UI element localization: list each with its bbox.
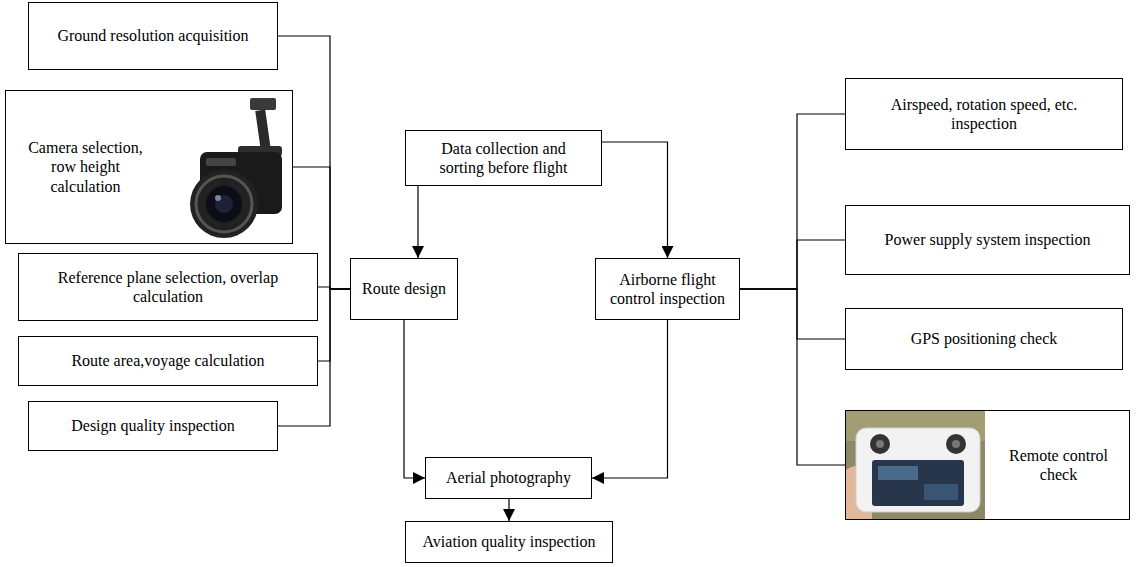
process-box: Aerial photography — [425, 457, 592, 499]
box-label: Remote control check — [996, 446, 1121, 484]
box-label: Design quality inspection — [71, 416, 235, 435]
box-label: Airborne flight control inspection — [605, 270, 730, 308]
text-group: Route area,voyage calculation — [71, 351, 264, 370]
box-label: Route design — [362, 279, 446, 298]
box-label: Camera selection, row height calculation — [18, 138, 153, 196]
connector — [508, 499, 509, 521]
connector — [740, 289, 845, 339]
text-group: Design quality inspection — [71, 416, 235, 435]
text-group: Airspeed, rotation speed, etc. inspectio… — [884, 95, 1084, 133]
connector — [404, 320, 425, 478]
process-box: Route area,voyage calculation — [18, 336, 318, 386]
text-group: GPS positioning check — [911, 329, 1058, 348]
camera-illustration — [190, 98, 282, 238]
connector — [740, 289, 845, 465]
box-label: Reference plane selection, overlap calcu… — [38, 268, 298, 306]
box-label: Data collection and sorting before fligh… — [419, 139, 589, 177]
box-label: Airspeed, rotation speed, etc. inspectio… — [884, 95, 1084, 133]
process-box: Remote control check — [845, 410, 1130, 520]
process-box: Airborne flight control inspection — [595, 258, 740, 320]
process-box: Power supply system inspection — [845, 205, 1130, 275]
process-box: Route design — [350, 258, 458, 320]
process-box: Aviation quality inspection — [405, 521, 613, 563]
text-group: Reference plane selection, overlap calcu… — [38, 268, 298, 306]
text-group: Ground resolution acquisition — [57, 26, 248, 45]
connector — [278, 36, 350, 289]
connector — [602, 142, 668, 258]
text-group: Camera selection, row height calculation — [18, 138, 153, 196]
text-group: Route design — [362, 279, 446, 298]
text-group: Airborne flight control inspection — [605, 270, 730, 308]
text-group: Data collection and sorting before fligh… — [419, 139, 589, 177]
process-box: Ground resolution acquisition — [28, 2, 278, 70]
text-group: Remote control check — [996, 446, 1121, 484]
box-label: Aviation quality inspection — [422, 532, 595, 551]
process-box: GPS positioning check — [845, 308, 1123, 370]
connector — [740, 240, 845, 289]
text-group: Power supply system inspection — [885, 230, 1091, 249]
process-box: Data collection and sorting before fligh… — [405, 130, 602, 186]
process-box: Camera selection, row height calculation — [5, 90, 293, 244]
connector — [740, 114, 845, 289]
box-label: GPS positioning check — [911, 329, 1058, 348]
process-box: Reference plane selection, overlap calcu… — [18, 253, 318, 321]
connector — [592, 320, 668, 478]
box-label: Power supply system inspection — [885, 230, 1091, 249]
connector — [318, 289, 350, 361]
text-group: Aerial photography — [446, 468, 571, 487]
box-label: Aerial photography — [446, 468, 571, 487]
text-group: Aviation quality inspection — [422, 532, 595, 551]
box-label: Route area,voyage calculation — [71, 351, 264, 370]
process-box: Airspeed, rotation speed, etc. inspectio… — [845, 78, 1123, 150]
process-box: Design quality inspection — [28, 401, 278, 451]
box-label: Ground resolution acquisition — [57, 26, 248, 45]
connector — [417, 186, 418, 258]
remote-control-photo — [846, 411, 985, 519]
